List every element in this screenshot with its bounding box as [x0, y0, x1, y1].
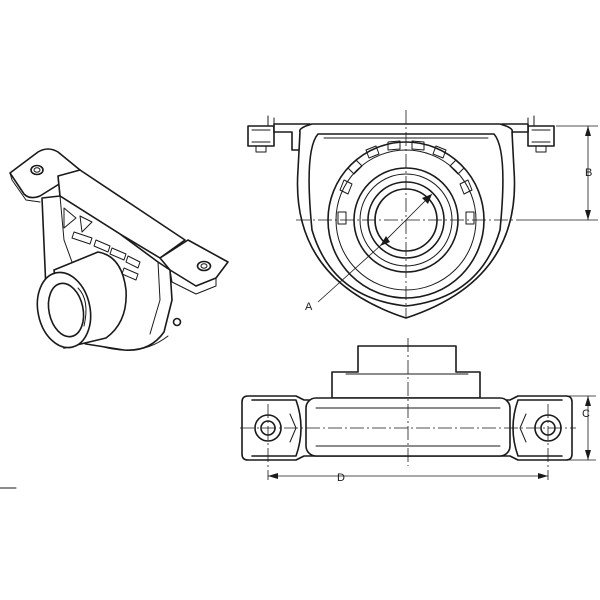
front-bracket-inner	[308, 133, 504, 307]
dimension-d-label: D	[337, 472, 345, 484]
dimension-c: C	[566, 395, 596, 461]
isometric-view	[9, 148, 229, 351]
iso-bearing-bore	[47, 282, 85, 338]
iso-left-bolt-hole	[30, 164, 44, 176]
front-right-bolt-head	[527, 125, 555, 147]
dimension-a: A	[305, 193, 433, 313]
top-bearing-collar	[331, 345, 481, 399]
top-view	[240, 338, 576, 480]
front-insulator-slots	[337, 140, 475, 225]
dimension-c-label: C	[582, 408, 590, 420]
front-view	[247, 110, 555, 319]
dimension-a-label: A	[305, 301, 313, 313]
iso-side-hole	[172, 317, 182, 327]
front-left-bolt-head	[247, 125, 275, 147]
dimension-b-label: B	[585, 167, 592, 179]
dimension-b: B	[516, 125, 598, 221]
dimension-d: D	[268, 472, 548, 484]
iso-right-bolt-hole	[196, 260, 212, 272]
